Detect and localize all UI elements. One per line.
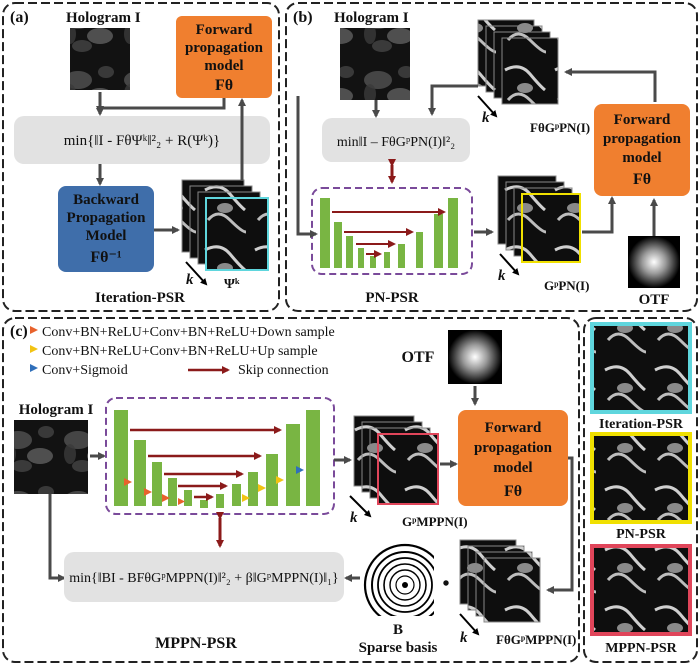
legend-up-marker bbox=[30, 345, 38, 353]
panel-a-forward-line2: propagation bbox=[185, 40, 264, 56]
panel-c-legend: Conv+BN+ReLU+Conv+BN+ReLU+Down sample Co… bbox=[30, 325, 335, 378]
panel-b-stack-top-label: FθGᵖPN(I) bbox=[530, 120, 590, 135]
panel-c-dot: • bbox=[442, 573, 449, 595]
legend-sigmoid-marker bbox=[30, 364, 38, 372]
panel-c-k-label-bottom: k bbox=[460, 630, 468, 646]
panel-b-skip-connections bbox=[332, 208, 446, 258]
panel-c-hologram-label: Hologram I bbox=[19, 402, 94, 418]
panel-d-mppn-label: MPPN-PSR bbox=[605, 641, 677, 656]
panel-b-forward-line3: model bbox=[622, 150, 661, 166]
panel-b-hologram-label: Hologram I bbox=[334, 10, 409, 26]
panel-c-stack-bottom-label: FθGᵖMPPN(I) bbox=[496, 632, 576, 647]
panel-a-backward-line3: Model bbox=[86, 228, 127, 244]
panel-c-sparse-basis-image bbox=[362, 540, 434, 616]
panel-d: Iteration-PSR PN-PSR MPPN-PSR bbox=[583, 317, 698, 663]
panel-c-sparse-label: Sparse basis bbox=[359, 640, 438, 656]
panel-b-forward-box bbox=[594, 104, 690, 196]
panel-b-output-label: GᵖPN(I) bbox=[544, 278, 589, 293]
panel-a-objective-box bbox=[14, 116, 270, 164]
panel-b-objective-box bbox=[322, 118, 470, 162]
panel-b-output-stack bbox=[497, 175, 581, 263]
panel-c-hologram-image bbox=[14, 420, 88, 494]
panel-b-network-label: PN-PSR bbox=[365, 290, 418, 306]
panel-a-hologram-image bbox=[70, 28, 130, 90]
panel-b-hologram-image bbox=[340, 28, 410, 100]
panel-a-backward-box bbox=[58, 186, 154, 272]
panel-a-forward-line3: model bbox=[204, 58, 243, 74]
panel-a-backward-line2: Propagation bbox=[67, 210, 147, 226]
panel-c-caption: MPPN-PSR bbox=[155, 635, 237, 652]
panel-c-skip-connections bbox=[130, 426, 282, 501]
panel-c-forward-line4: Fθ bbox=[504, 483, 522, 500]
panel-c-sparse-letter: B bbox=[393, 622, 403, 638]
panel-c-output-label: GᵖMPPN(I) bbox=[402, 514, 468, 529]
panel-c-network-frame bbox=[105, 397, 335, 515]
panel-c-k-label: k bbox=[350, 510, 358, 526]
panel-c-forward-line2: propagation bbox=[474, 440, 553, 456]
legend-down-label: Conv+BN+ReLU+Conv+BN+ReLU+Down sample bbox=[42, 325, 335, 340]
panel-b-otf-label: OTF bbox=[639, 292, 670, 308]
panel-c-otf-label: OTF bbox=[402, 349, 435, 366]
panel-d-mppn-image bbox=[590, 544, 692, 636]
panel-c-objective: min{‖BI - BFθGᵖMPPN(I)‖²₂ + β‖GᵖMPPN(I)‖… bbox=[69, 571, 339, 586]
panel-c-objective-box bbox=[64, 552, 344, 602]
panel-a-forward-line4: Fθ bbox=[215, 77, 233, 94]
panel-c-tag: (c) bbox=[10, 323, 28, 340]
legend-down-marker bbox=[30, 326, 38, 334]
panel-c-unet bbox=[114, 410, 320, 508]
legend-skip-label: Skip connection bbox=[238, 363, 329, 378]
legend-sigmoid-label: Conv+Sigmoid bbox=[42, 363, 128, 378]
panel-a-psi-label: Ψᵏ bbox=[224, 277, 240, 292]
panel-c-forward-box bbox=[458, 410, 568, 506]
panel-b-forward-line1: Forward bbox=[614, 112, 671, 128]
panel-a-objective: min{‖I - FθΨᵏ‖²₂ + R(Ψᵏ)} bbox=[64, 133, 220, 149]
panel-b-unet bbox=[320, 198, 458, 268]
panel-b-forward-line4: Fθ bbox=[633, 171, 651, 188]
panel-d-pn-image bbox=[590, 432, 692, 524]
panel-c-forward-line1: Forward bbox=[485, 420, 542, 436]
panel-d-iteration-label: Iteration-PSR bbox=[599, 417, 684, 432]
panel-a-backward-line4: Fθ⁻¹ bbox=[90, 249, 122, 266]
panel-a-caption: Iteration-PSR bbox=[95, 290, 185, 306]
panel-b-forward-line2: propagation bbox=[603, 131, 682, 147]
panel-c-forward-line3: model bbox=[493, 460, 532, 476]
panel-a-k-label: k bbox=[186, 272, 194, 288]
panel-b-objective: min‖I – FθGᵖPN(I)‖²₂ bbox=[337, 135, 455, 150]
panel-c-block-markers bbox=[124, 466, 304, 505]
panel-b-tag: (b) bbox=[293, 9, 313, 26]
panel-b-forward-stack bbox=[477, 19, 559, 105]
panel-b-otf-image bbox=[628, 236, 680, 288]
panel-c-output-stack bbox=[353, 415, 439, 505]
panel-a-forward-box bbox=[176, 16, 272, 98]
panel-c-otf-image bbox=[448, 330, 502, 384]
panel-a-forward-line1: Forward bbox=[196, 22, 253, 38]
panel-b-network-frame bbox=[311, 187, 473, 275]
panel-b-k-label-top: k bbox=[482, 110, 490, 126]
panel-b: (b) Hologram I k FθGᵖPN(I) min‖I – FθGᵖP… bbox=[285, 2, 698, 312]
panel-a-hologram-label: Hologram I bbox=[66, 10, 141, 26]
panel-d-pn-label: PN-PSR bbox=[616, 527, 667, 542]
panel-d-iteration-image bbox=[590, 322, 692, 414]
legend-up-label: Conv+BN+ReLU+Conv+BN+ReLU+Up sample bbox=[42, 344, 318, 359]
panel-a: (a) Hologram I Forward propagation model… bbox=[2, 2, 280, 312]
panel-b-k-label: k bbox=[498, 268, 506, 284]
panel-c-forward-stack bbox=[459, 539, 541, 623]
panel-a-psi-stack bbox=[181, 179, 269, 271]
panel-c: (c) Conv+BN+ReLU+Conv+BN+ReLU+Down sampl… bbox=[2, 317, 580, 663]
panel-a-tag: (a) bbox=[10, 9, 29, 26]
panel-a-backward-line1: Backward bbox=[73, 192, 139, 208]
